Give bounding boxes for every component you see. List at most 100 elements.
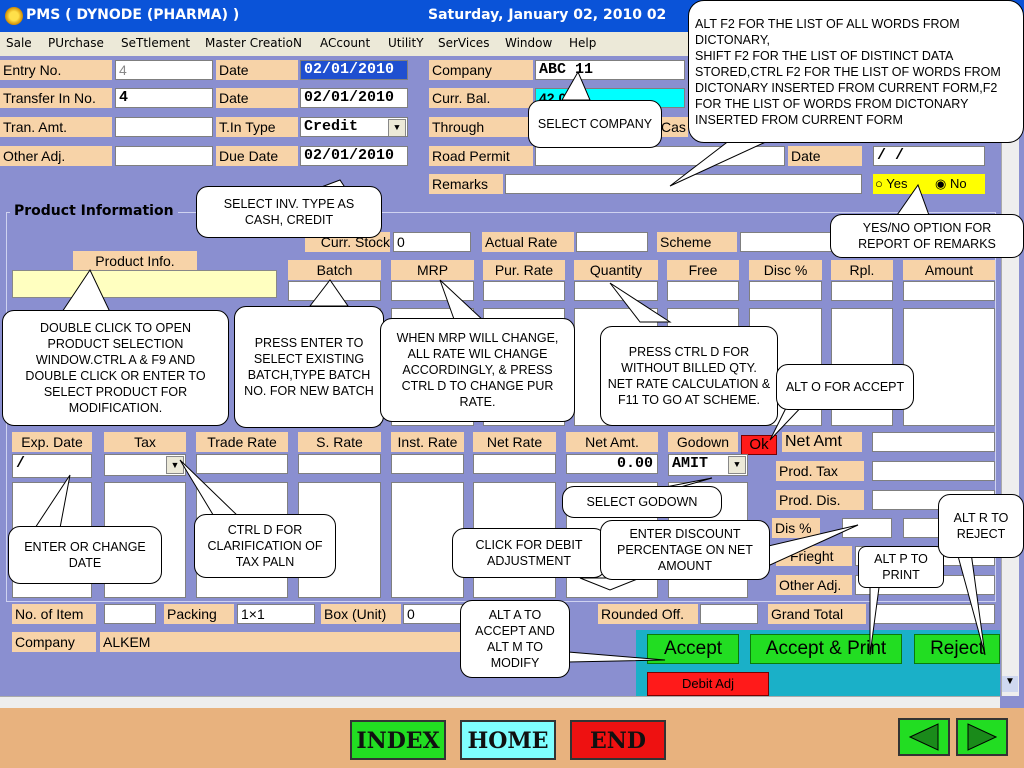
remarks-field[interactable]: [505, 174, 862, 194]
menu-purchase[interactable]: PUrchase: [48, 36, 104, 50]
footer-company-field: ALKEM: [100, 632, 460, 652]
col-free: Free: [667, 260, 739, 280]
callout-mrp: WHEN MRP WILL CHANGE, ALL RATE WIL CHANG…: [380, 318, 575, 422]
app-icon: [5, 7, 23, 25]
free-input[interactable]: [667, 281, 739, 301]
ok-button[interactable]: Ok: [741, 435, 777, 455]
tran-amt-label: Tran. Amt.: [0, 117, 112, 137]
tran-amt-field[interactable]: [115, 117, 213, 137]
grand-total-label: Grand Total: [768, 604, 866, 624]
menu-sale[interactable]: Sale: [6, 36, 32, 50]
col-mrp: MRP: [391, 260, 474, 280]
date3-label: Date: [788, 146, 862, 166]
next-button[interactable]: [956, 718, 1008, 756]
callout-discount: ENTER DISCOUNT PERCENTAGE ON NET AMOUNT: [600, 520, 770, 580]
no-radio[interactable]: ◉ No: [935, 176, 967, 191]
menu-account[interactable]: ACcount: [320, 36, 371, 50]
accept-print-button[interactable]: Accept & Print: [750, 634, 902, 664]
disc-input[interactable]: [749, 281, 822, 301]
scroll-down-icon[interactable]: ▼: [1002, 676, 1018, 692]
product-info-label: Product Info.: [73, 251, 197, 271]
amount-list[interactable]: [903, 308, 995, 426]
other-adj-total-label: Other Adj.: [776, 575, 852, 595]
col-pur-rate: Pur. Rate: [483, 260, 565, 280]
batch-input[interactable]: [288, 281, 381, 301]
col-trade-rate: Trade Rate: [196, 432, 288, 452]
other-adj-field[interactable]: [115, 146, 213, 166]
box-unit-label: Box (Unit): [321, 604, 401, 624]
date3-field[interactable]: / /: [873, 146, 985, 166]
tin-type-value: Credit: [304, 118, 359, 135]
s-rate-input[interactable]: [298, 454, 381, 474]
col-godown: Godown: [668, 432, 738, 452]
callout-alt-r: ALT R TO REJECT: [938, 494, 1024, 558]
chevron-down-icon[interactable]: ▼: [388, 119, 406, 136]
tin-type-select[interactable]: Credit ▼: [300, 117, 408, 137]
callout-shortcuts: ALT F2 FOR THE LIST OF ALL WORDS FROM DI…: [688, 0, 1024, 143]
net-rate-input[interactable]: [473, 454, 556, 474]
reject-button[interactable]: Reject: [914, 634, 1000, 664]
prev-button[interactable]: [898, 718, 950, 756]
date1-field[interactable]: 02/01/2010: [300, 60, 408, 80]
rpl-input[interactable]: [831, 281, 893, 301]
prod-tax-field: [872, 461, 995, 481]
company-label: Company: [429, 60, 533, 80]
col-net-amt: Net Amt.: [566, 432, 658, 452]
date2-field[interactable]: 02/01/2010: [300, 88, 408, 108]
col-inst-rate: Inst. Rate: [391, 432, 464, 452]
scheme-field[interactable]: [740, 232, 835, 252]
callout-batch: PRESS ENTER TO SELECT EXISTING BATCH,TYP…: [234, 306, 384, 428]
remarks-label: Remarks: [429, 174, 503, 194]
product-info-title: Product Information: [10, 203, 178, 219]
debit-adj-button[interactable]: Debit Adj: [647, 672, 769, 696]
entry-no-label: Entry No.: [0, 60, 112, 80]
due-date-field[interactable]: 02/01/2010: [300, 146, 408, 166]
date2-label: Date: [216, 88, 298, 108]
godown-select[interactable]: AMIT ▼: [668, 454, 748, 476]
horizontal-scrollbar[interactable]: [0, 696, 1000, 708]
road-permit-label: Road Permit: [429, 146, 533, 166]
entry-no-field[interactable]: 4: [115, 60, 213, 80]
inst-rate-input[interactable]: [391, 454, 464, 474]
callout-ctrl-d-qty: PRESS CTRL D FOR WITHOUT BILLED QTY. NET…: [600, 326, 778, 426]
chevron-down-icon[interactable]: ▼: [166, 456, 184, 474]
road-permit-field[interactable]: [535, 146, 785, 166]
yes-radio[interactable]: ○ Yes: [875, 176, 908, 191]
company-field[interactable]: ABC 11: [535, 60, 685, 80]
dis-pct-field[interactable]: [842, 518, 892, 538]
packing-field: 1×1: [237, 604, 315, 624]
menu-utility[interactable]: UtilitY: [388, 36, 424, 50]
mrp-input[interactable]: [391, 281, 474, 301]
vertical-scrollbar[interactable]: [1001, 56, 1019, 696]
frieght-label: Frieght: [776, 546, 852, 566]
menu-window[interactable]: Window: [505, 36, 553, 50]
no-radio-label: No: [949, 176, 967, 191]
tax-select[interactable]: ▼: [104, 454, 186, 476]
transfer-in-field[interactable]: 4: [115, 88, 213, 108]
end-button[interactable]: END: [570, 720, 666, 760]
chevron-down-icon[interactable]: ▼: [728, 456, 746, 474]
amount-input[interactable]: [903, 281, 995, 301]
no-of-item-label: No. of Item: [12, 604, 96, 624]
menu-services[interactable]: SerVices: [438, 36, 490, 50]
rounded-off-label: Rounded Off.: [598, 604, 698, 624]
accept-button[interactable]: Accept: [647, 634, 739, 664]
menu-help[interactable]: Help: [569, 36, 597, 50]
home-button[interactable]: HOME: [460, 720, 556, 760]
current-date: Saturday, January 02, 2010 02: [428, 7, 667, 23]
inst-rate-list[interactable]: [391, 482, 464, 598]
cash-credit-label: Cas: [658, 117, 688, 137]
pur-rate-input[interactable]: [483, 281, 565, 301]
callout-yes-no: YES/NO OPTION FOR REPORT OF REMARKS: [830, 214, 1024, 258]
menu-settlement[interactable]: SeTtlement: [121, 36, 191, 50]
menu-master-creation[interactable]: Master CreatioN: [205, 36, 302, 50]
exp-date-input[interactable]: /: [12, 454, 92, 478]
actual-rate-field: [576, 232, 648, 252]
quantity-input[interactable]: [574, 281, 658, 301]
index-button[interactable]: INDEX: [350, 720, 446, 760]
product-info-field[interactable]: [12, 270, 277, 298]
trade-rate-input[interactable]: [196, 454, 288, 474]
date1-label: Date: [216, 60, 298, 80]
col-net-rate: Net Rate: [473, 432, 556, 452]
through-label: Through: [429, 117, 533, 137]
